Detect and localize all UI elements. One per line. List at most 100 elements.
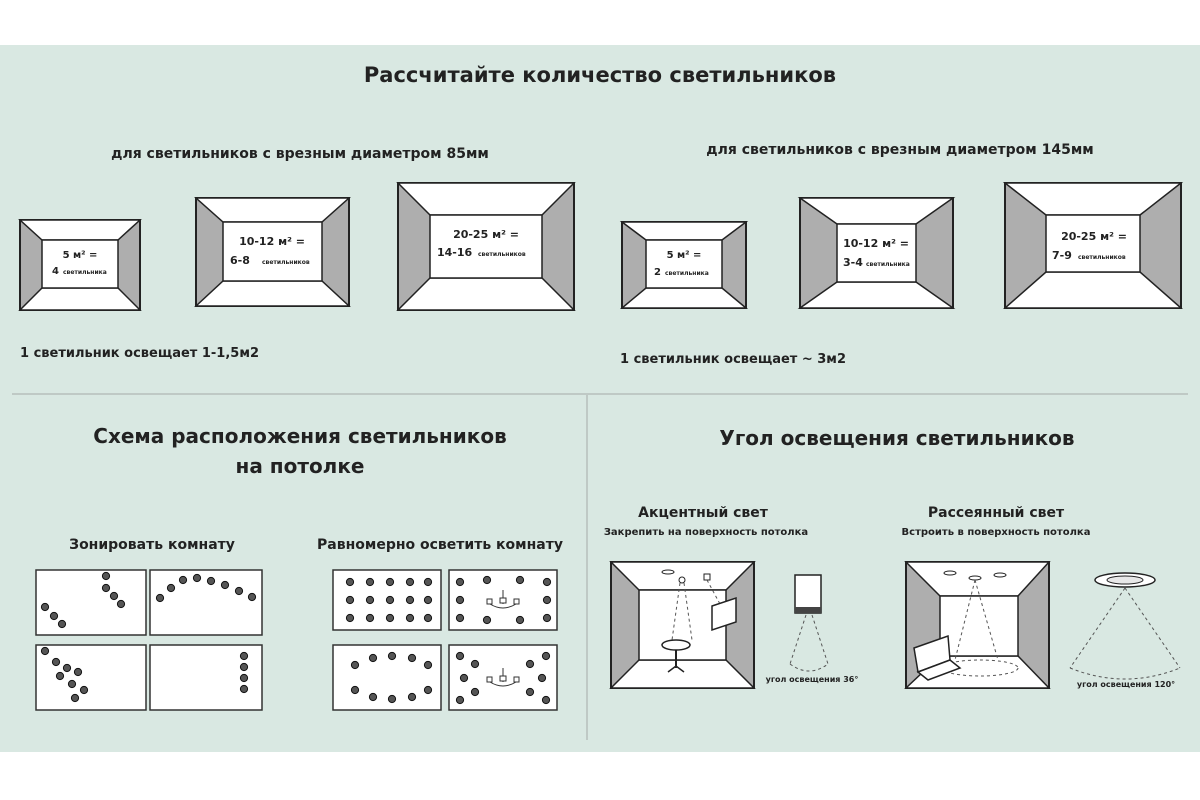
light-dot: [368, 653, 378, 663]
room-145-medium: 10-12 м² = 3-4 светильника: [797, 197, 956, 309]
page-title: Рассчитайте количество светильников: [363, 63, 837, 87]
room-85-large-count: 14-16: [437, 246, 473, 259]
light-dot: [239, 662, 249, 672]
room-145-medium-area: 10-12 м² =: [843, 237, 909, 250]
light-dot: [385, 595, 395, 605]
room-145-large: 20-25 м² = 7-9 светильников: [1002, 182, 1184, 309]
section-divider-horizontal: [12, 393, 1188, 395]
room-145-medium-unit: светильника: [866, 261, 910, 268]
room-85-medium-area: 10-12 м² =: [239, 235, 305, 248]
diffuse-title: Рассеянный свет: [927, 505, 1065, 521]
light-dot: [455, 613, 465, 623]
light-dot: [368, 692, 378, 702]
room-145-small: 5 м² = 2 светильника: [619, 221, 749, 309]
room-85-medium-count: 6-8: [230, 254, 250, 267]
chandelier-icon: [486, 590, 520, 609]
recessed-downlight-icon: [1069, 572, 1181, 680]
light-dot: [234, 586, 244, 596]
light-dot: [178, 575, 188, 585]
light-dot: [423, 595, 433, 605]
light-dot: [62, 663, 72, 673]
scheme-title-line1: Схема расположения светильников: [93, 424, 507, 448]
light-dot: [470, 687, 480, 697]
light-dot: [155, 593, 165, 603]
light-dot: [542, 595, 552, 605]
light-dot: [239, 684, 249, 694]
scheme-title-line2: на потолке: [235, 454, 365, 478]
room-145-large-count: 7-9: [1052, 249, 1072, 262]
light-dot: [109, 591, 119, 601]
light-dot: [247, 592, 257, 602]
light-dot: [525, 659, 535, 669]
light-dot: [470, 659, 480, 669]
room-145-small-unit: светильника: [665, 270, 709, 277]
light-dot: [51, 657, 61, 667]
footer-85mm: 1 светильник освещает 1-1,5м2: [20, 346, 259, 361]
heading-145mm: для светильников с врезным диаметром 145…: [706, 142, 1094, 158]
light-dot: [482, 615, 492, 625]
light-dot: [542, 577, 552, 587]
room-85-small-unit: светильника: [63, 269, 107, 276]
light-dot: [350, 685, 360, 695]
picture-frame-icon: [711, 596, 737, 632]
angle-title: Угол освещения светильников: [719, 426, 1075, 450]
accent-room: [609, 561, 756, 689]
zone-scheme: [35, 569, 263, 711]
room-85-small-area: 5 м² =: [63, 250, 98, 261]
light-dot: [455, 595, 465, 605]
light-dot: [67, 679, 77, 689]
table-icon: [661, 639, 691, 673]
light-dot: [365, 577, 375, 587]
light-dot: [515, 575, 525, 585]
diffuse-room: [904, 561, 1051, 689]
light-dot: [423, 685, 433, 695]
room-85-large: 20-25 м² = 14-16 светильников: [396, 182, 576, 311]
light-dot: [542, 613, 552, 623]
light-dot: [541, 695, 551, 705]
light-dot: [345, 595, 355, 605]
diffuse-angle-label: угол освещения 120°: [1076, 680, 1176, 689]
footer-145mm: 1 светильник освещает ~ 3м2: [620, 352, 846, 367]
light-dot: [350, 660, 360, 670]
light-dot: [541, 651, 551, 661]
light-dot: [407, 692, 417, 702]
light-dot: [220, 580, 230, 590]
light-dot: [49, 611, 59, 621]
light-dot: [365, 595, 375, 605]
light-dot: [385, 577, 395, 587]
sofa-icon: [913, 634, 962, 681]
even-scheme: [332, 569, 558, 711]
accent-angle-label: угол освещения 36°: [765, 675, 859, 684]
light-dot: [116, 599, 126, 609]
light-dot: [101, 583, 111, 593]
room-145-small-count: 2: [654, 267, 661, 278]
light-dot: [405, 613, 415, 623]
heading-85mm: для светильников с врезным диаметром 85м…: [111, 146, 489, 162]
light-dot: [455, 651, 465, 661]
zone-label: Зонировать комнату: [69, 537, 235, 553]
light-dot: [345, 577, 355, 587]
light-dot: [525, 687, 535, 697]
light-dot: [387, 651, 397, 661]
room-85-small: 5 м² = 4 светильника: [18, 219, 142, 311]
light-dot: [482, 575, 492, 585]
light-dot: [405, 595, 415, 605]
even-label: Равномерно осветить комнату: [317, 537, 563, 553]
accent-title: Акцентный свет: [638, 505, 768, 521]
light-dot: [407, 653, 417, 663]
light-dot: [79, 685, 89, 695]
surface-spotlight-icon: [789, 574, 829, 672]
light-dot: [455, 577, 465, 587]
section-divider-vertical: [586, 395, 588, 740]
light-dot: [515, 615, 525, 625]
light-dot: [365, 613, 375, 623]
chandelier-icon: [486, 668, 520, 687]
light-dot: [387, 694, 397, 704]
room-85-large-area: 20-25 м² =: [453, 228, 519, 241]
accent-subtitle: Закрепить на поверхность потолка: [603, 527, 809, 538]
light-dot: [423, 577, 433, 587]
room-85-medium: 10-12 м² = 6-8 светильников: [194, 197, 351, 307]
light-dot: [57, 619, 67, 629]
room-85-medium-unit: светильников: [262, 259, 310, 266]
